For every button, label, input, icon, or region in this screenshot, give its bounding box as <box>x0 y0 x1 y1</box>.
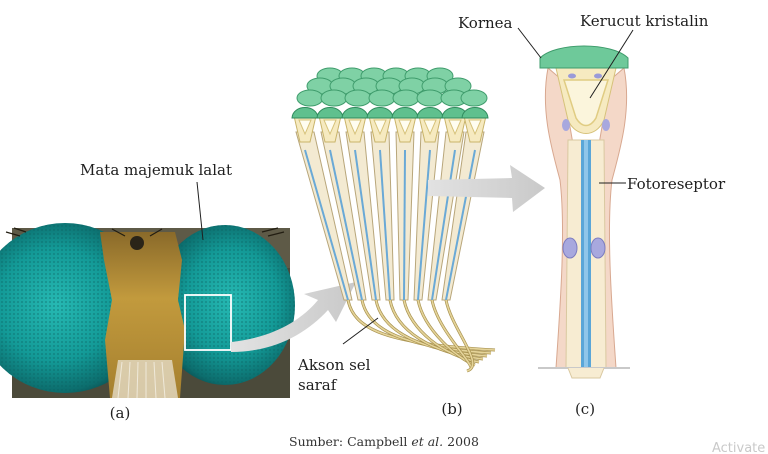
rhabdom-line <box>404 150 405 300</box>
ommatidia-tubes <box>294 116 486 300</box>
source-credit: Sumber: Campbell et al. 2008 <box>289 434 479 449</box>
back-lens <box>369 90 395 106</box>
back-lens <box>321 90 347 106</box>
front-lens <box>392 108 418 119</box>
axon-fiber-core <box>432 300 471 368</box>
compound-eye-label: Mata majemuk lalat <box>80 161 232 179</box>
back-lens <box>297 90 323 106</box>
back-lens <box>393 90 419 106</box>
source-suffix: 2008 <box>443 434 479 449</box>
ommatidia-bundle <box>292 68 495 371</box>
front-lens-row <box>292 108 488 119</box>
caption-c: (c) <box>575 400 595 418</box>
back-lens-row <box>297 68 487 106</box>
cone-label: Kerucut kristalin <box>580 12 709 30</box>
ocelli <box>130 236 144 250</box>
back-lens <box>417 90 443 106</box>
nucleus-right <box>591 238 605 258</box>
front-lens <box>342 108 368 119</box>
front-lens <box>317 108 343 119</box>
front-lens <box>462 108 488 119</box>
source-prefix: Sumber: Campbell <box>289 434 411 449</box>
caption-b: (b) <box>441 400 462 418</box>
back-lens <box>461 90 487 106</box>
front-lens <box>417 108 443 119</box>
activate-watermark: Activate <box>712 441 765 454</box>
cornea-lens <box>540 46 628 68</box>
nucleus-left <box>563 238 577 258</box>
cornea-label: Kornea <box>458 14 513 32</box>
axon-label-line2: saraf <box>298 376 338 394</box>
cornea-leader <box>518 28 541 58</box>
photoreceptor-label: Fotoreseptor <box>627 175 726 193</box>
front-lens <box>367 108 393 119</box>
back-lens <box>345 90 371 106</box>
single-ommatidium <box>538 46 630 378</box>
caption-a: (a) <box>110 404 131 422</box>
axon-label-line1: Akson sel <box>297 356 371 374</box>
source-etal: et al. <box>411 434 443 449</box>
front-lens <box>292 108 318 119</box>
fly-photo <box>0 223 295 398</box>
